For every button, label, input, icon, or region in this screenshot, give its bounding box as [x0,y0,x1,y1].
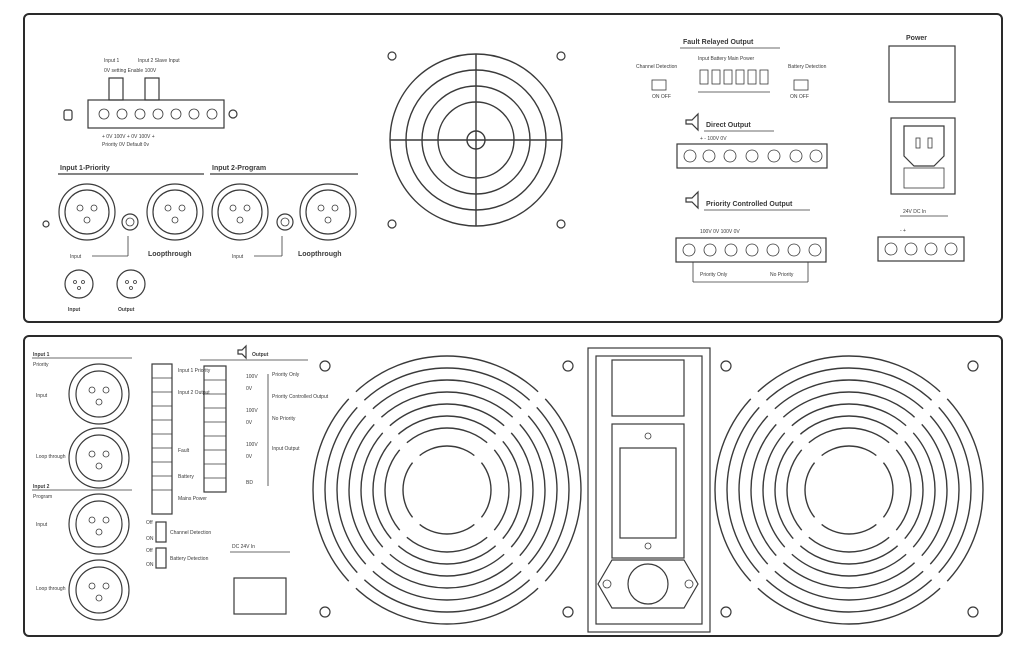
svg-text:Loopthrough: Loopthrough [148,251,192,258]
bottom-power-module [587,347,711,633]
svg-text:0V setting Enable 100V: 0V setting Enable 100V [104,68,157,74]
svg-text:Priority: Priority [33,362,49,368]
input2-program-section: Input 2-Program Input Loopthrough [210,165,358,260]
direct-output-terminal: Direct Output + - 100V 0V [676,112,828,169]
svg-text:DC 24V In: DC 24V In [232,544,255,550]
svg-text:Channel Detection: Channel Detection [170,530,211,536]
svg-text:100V: 100V [246,374,258,380]
svg-text:0V: 0V [246,454,253,460]
xlr-input-output: Input Output [64,269,146,313]
svg-text:No Priority: No Priority [770,272,794,278]
svg-text:ON: ON [146,562,154,568]
svg-text:Input: Input [36,522,48,528]
svg-text:Loop through: Loop through [36,586,66,592]
svg-text:Priority Controlled Output: Priority Controlled Output [272,394,329,400]
svg-text:Input 2 Slave Input: Input 2 Slave Input [138,58,180,64]
svg-text:Input 1: Input 1 [33,352,50,358]
bottom-right-cooling-fan [714,355,984,625]
input1-priority-section: Input 1-Priority Input Loopthrough [42,165,204,260]
svg-text:Priority Controlled Output: Priority Controlled Output [706,201,793,208]
bottom-terminal-strip: Input 1 Priority Input 2 Output Fault Ba… [146,363,211,569]
power-section: Power 24V DC In - + [877,35,965,262]
top-panel: Input 1 Input 2 Slave Input 0V setting E… [23,13,1003,323]
svg-text:Input 2 Output: Input 2 Output [178,390,210,396]
svg-text:Input: Input [232,254,244,260]
bottom-input2-section: Input 2 Program Input Loop through [32,484,132,621]
svg-text:Program: Program [33,494,52,500]
svg-text:Battery Detection: Battery Detection [788,64,827,70]
svg-text:ON: ON [146,536,154,542]
top-cooling-fan [387,51,566,229]
svg-text:Input: Input [70,254,82,260]
svg-text:Priority Only: Priority Only [700,272,728,278]
svg-text:Off: Off [146,548,153,554]
svg-text:0V: 0V [246,420,253,426]
svg-text:Battery: Battery [178,474,194,480]
svg-text:Output: Output [118,307,135,313]
svg-text:No Priority: No Priority [272,416,296,422]
svg-text:Direct Output: Direct Output [706,122,751,129]
svg-text:24V DC In: 24V DC In [903,209,926,215]
bottom-input1-section: Input 1 Priority Input Loop through [32,352,132,489]
svg-text:Input 2: Input 2 [33,484,50,490]
svg-text:100V: 100V [246,442,258,448]
bottom-output-section: Output 100V 0V 100V 0V 100V 0V BD Priori… [200,344,329,493]
svg-text:0V: 0V [246,386,253,392]
svg-text:Loop through: Loop through [36,454,66,460]
svg-text:+ 0V 100V + 0V 100V +: + 0V 100V + 0V 100V + [102,134,155,140]
bottom-left-cooling-fan [312,355,582,625]
svg-text:BD: BD [246,480,253,486]
svg-text:- +: - + [900,228,906,234]
svg-text:ON OFF: ON OFF [790,94,809,100]
svg-text:+ - 100V 0V: + - 100V 0V [700,136,727,142]
svg-text:100V 0V 100V 0V: 100V 0V 100V 0V [700,229,740,235]
svg-text:Input 1-Priority: Input 1-Priority [60,165,110,172]
input-terminal-block: Input 1 Input 2 Slave Input 0V setting E… [63,58,238,148]
svg-text:Off: Off [146,520,153,526]
svg-text:Input Battery Main Power: Input Battery Main Power [698,56,754,62]
fault-relayed-output: Fault Relayed Output Channel Detection O… [636,39,827,100]
svg-text:Input: Input [68,307,81,313]
svg-text:Battery Detection: Battery Detection [170,556,209,562]
svg-text:Output: Output [252,352,269,358]
svg-text:Fault: Fault [178,448,190,454]
svg-text:Priority 0V Default 0v: Priority 0V Default 0v [102,142,149,148]
svg-text:100V: 100V [246,408,258,414]
svg-text:Input 1 Priority: Input 1 Priority [178,368,211,374]
svg-text:Channel Detection: Channel Detection [636,64,677,70]
bottom-dc-input: DC 24V In [230,544,290,615]
priority-controlled-output-terminal: Priority Controlled Output 100V 0V 100V … [675,190,827,283]
svg-text:Loopthrough: Loopthrough [298,251,342,258]
svg-text:Power: Power [906,35,927,42]
svg-text:Mains Power: Mains Power [178,496,207,502]
bottom-panel: Input 1 Priority Input Loop through Inpu… [23,335,1003,637]
svg-text:Input: Input [36,393,48,399]
svg-text:Input 1: Input 1 [104,58,120,64]
svg-text:Input 2-Program: Input 2-Program [212,165,266,172]
svg-text:Input Output: Input Output [272,446,300,452]
svg-text:ON OFF: ON OFF [652,94,671,100]
svg-text:Priority Only: Priority Only [272,372,300,378]
svg-text:Fault Relayed Output: Fault Relayed Output [683,39,754,46]
